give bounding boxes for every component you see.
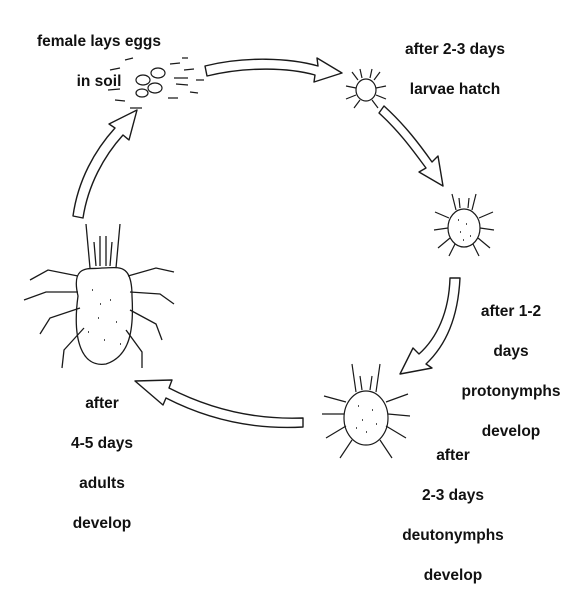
label-adults: after 4-5 days adults develop bbox=[52, 374, 152, 554]
label-protonymphs-line3: protonymphs bbox=[456, 382, 566, 402]
label-deutonymphs: after 2-3 days deutonymphs develop bbox=[398, 426, 508, 606]
label-eggs: female lays eggs in soil bbox=[24, 12, 174, 112]
protonymph-icon bbox=[434, 194, 494, 256]
larva-icon bbox=[346, 69, 386, 108]
deutonymph-icon bbox=[322, 364, 410, 458]
label-deutonymphs-line4: develop bbox=[398, 566, 508, 586]
label-deutonymphs-line1: after bbox=[398, 446, 508, 466]
cycle-arrow-eggs-to-larvae bbox=[205, 58, 342, 82]
cycle-arrow-deutonymph-to-adult bbox=[135, 380, 303, 427]
label-adults-line4: develop bbox=[52, 514, 152, 534]
label-deutonymphs-line3: deutonymphs bbox=[398, 526, 508, 546]
cycle-arrow-adult-to-eggs bbox=[73, 110, 137, 218]
mite-life-cycle-diagram: female lays eggs in soil after 2-3 days … bbox=[0, 0, 569, 514]
label-protonymphs-line1: after 1-2 bbox=[456, 302, 566, 322]
label-larvae: after 2-3 days larvae hatch bbox=[390, 20, 520, 120]
label-deutonymphs-line2: 2-3 days bbox=[398, 486, 508, 506]
label-larvae-line2: larvae hatch bbox=[390, 80, 520, 100]
cycle-arrow-protonymph-to-deutonymph bbox=[400, 278, 460, 374]
label-eggs-line2: in soil bbox=[24, 72, 174, 92]
adult-mite-icon bbox=[24, 224, 174, 368]
label-eggs-line1: female lays eggs bbox=[24, 32, 174, 52]
label-adults-line3: adults bbox=[52, 474, 152, 494]
label-larvae-line1: after 2-3 days bbox=[390, 40, 520, 60]
label-adults-line1: after bbox=[52, 394, 152, 414]
label-adults-line2: 4-5 days bbox=[52, 434, 152, 454]
label-protonymphs-line2: days bbox=[456, 342, 566, 362]
